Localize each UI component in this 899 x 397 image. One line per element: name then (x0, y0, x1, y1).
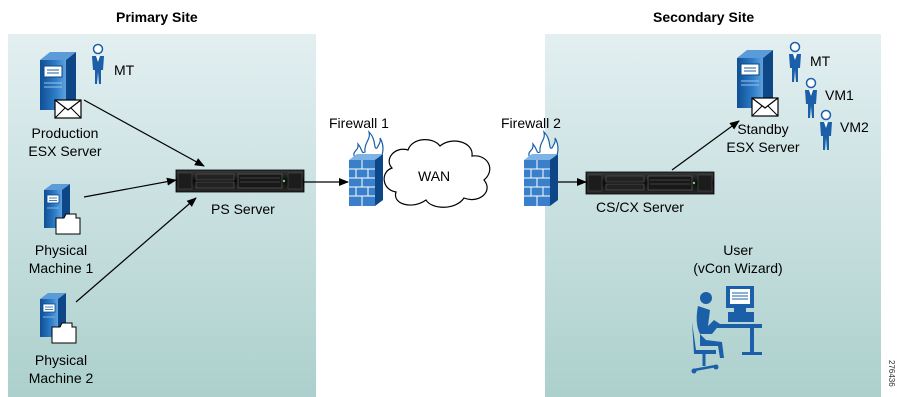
primary-site-title: Primary Site (116, 9, 198, 25)
cs-cx-server-rack-icon (585, 171, 715, 195)
user-label-line1: User (723, 242, 753, 258)
standby-esx-label-line1: Standby (737, 121, 789, 137)
physical-machine-2-label-line1: Physical (34, 352, 88, 368)
physical-machine-1-label-line2: Machine 1 (28, 260, 94, 276)
standby-esx-vm1-label: VM1 (825, 87, 854, 103)
user-workstation-icon (691, 286, 762, 374)
wan-label: WAN (418, 168, 451, 184)
cs-cx-server-label: CS/CX Server (596, 199, 684, 215)
wan-cloud-icon (383, 139, 491, 208)
user-label-line2: (vCon Wizard) (693, 260, 783, 276)
mail-envelope-icon (54, 99, 82, 119)
firewall-1-icon (348, 131, 384, 207)
connector-pm2-to-ps (75, 197, 197, 303)
production-esx-label-line1: Production (31, 125, 99, 141)
figure-id: 276436 (887, 360, 896, 387)
standby-esx-mt-label: MT (810, 53, 831, 69)
physical-machine-1-label: Physical Machine 1 (16, 241, 106, 277)
ps-server-label: PS Server (211, 201, 275, 217)
standby-esx-vm2-label: VM2 (840, 119, 869, 135)
secondary-site-title: Secondary Site (653, 9, 755, 25)
production-esx-label: Production ESX Server (20, 124, 110, 160)
secondary-site-panel (545, 34, 881, 397)
physical-machine-2-label: Physical Machine 2 (16, 351, 106, 387)
standby-esx-label: Standby ESX Server (718, 120, 808, 156)
mail-envelope-icon (751, 97, 779, 117)
connector-pm1-to-ps (83, 177, 177, 198)
production-esx-label-line2: ESX Server (28, 143, 102, 159)
physical-machine-1-label-line1: Physical (34, 242, 88, 258)
firewall-2-label: Firewall 2 (501, 115, 561, 131)
standby-esx-label-line2: ESX Server (726, 139, 800, 155)
connector-esx-to-ps (83, 99, 205, 167)
connectors (75, 99, 740, 303)
connector-cs-to-standby (671, 120, 740, 171)
production-esx-mt-label: MT (114, 62, 135, 78)
ps-server-rack-icon (175, 169, 305, 193)
physical-machine-2-label-line2: Machine 2 (28, 370, 94, 386)
firewall-1-label: Firewall 1 (329, 115, 389, 131)
user-label: User (vCon Wizard) (688, 241, 788, 277)
